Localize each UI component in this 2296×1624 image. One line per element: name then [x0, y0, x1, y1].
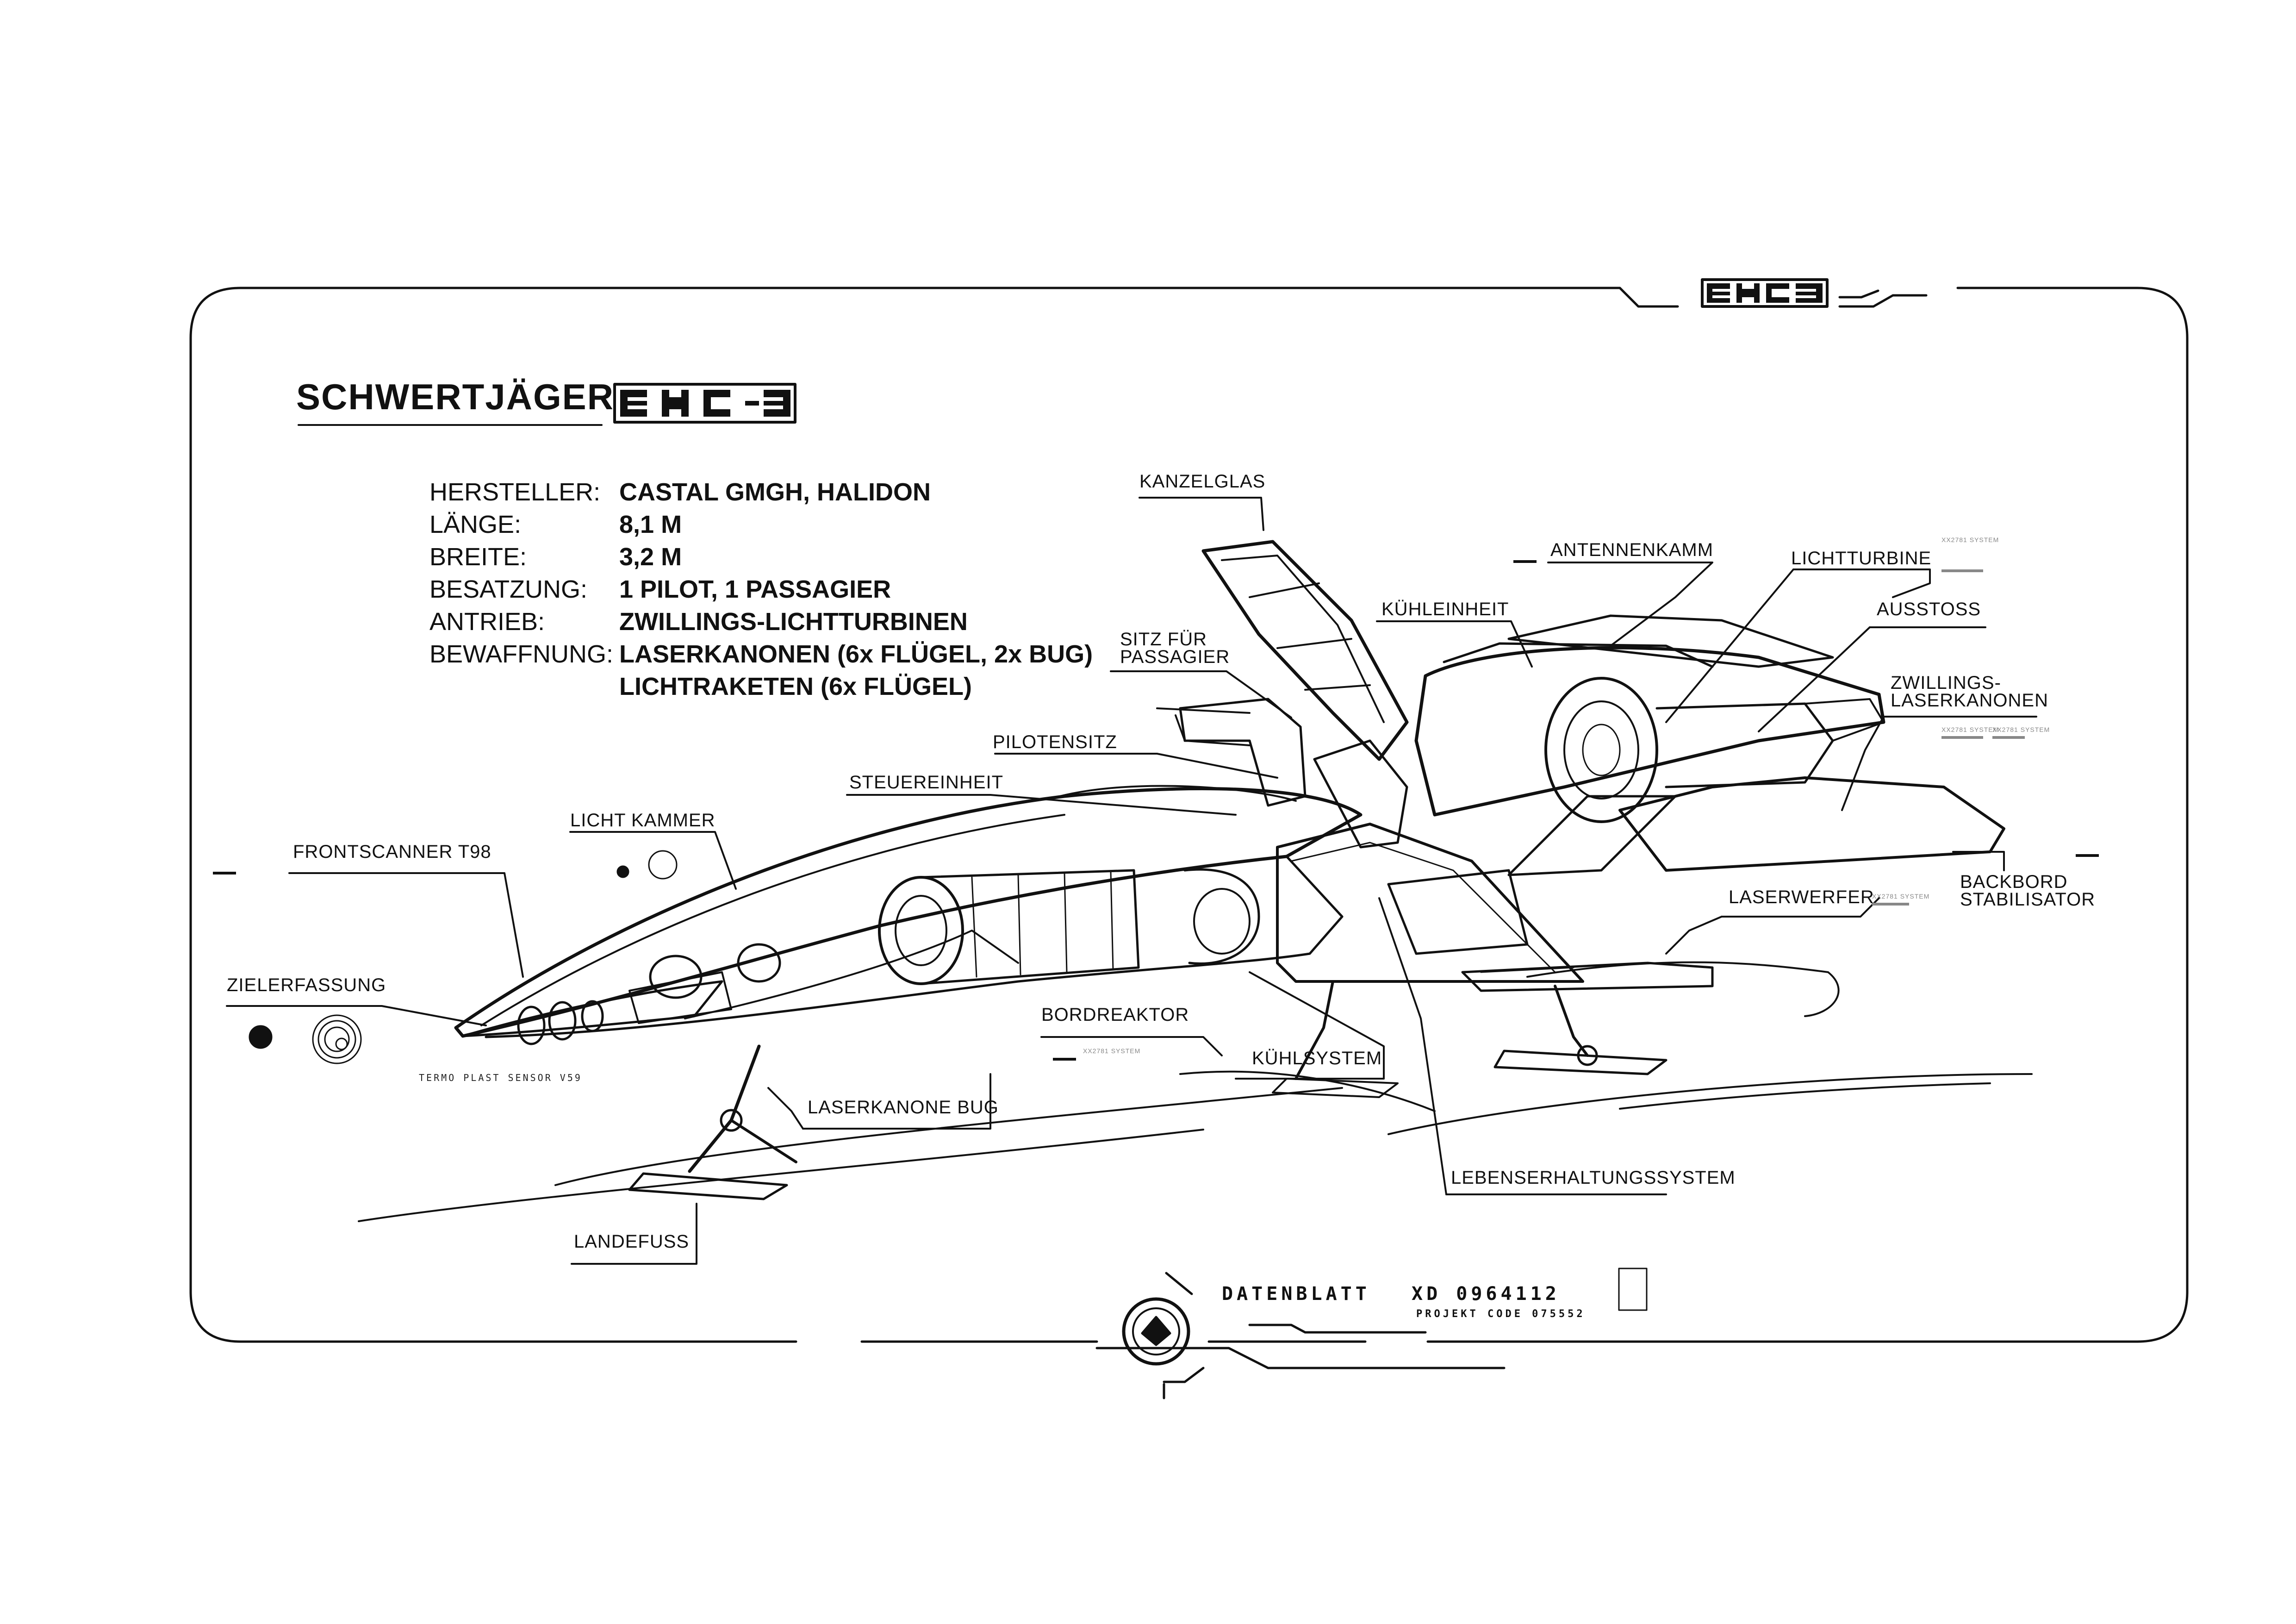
callout-pilotensitz: PILOTENSITZ: [993, 732, 1117, 752]
spec-value-hersteller: CASTAL GMGH, HALIDON: [619, 478, 931, 506]
spec-value-besatzung: 1 PILOT, 1 PASSAGIER: [619, 575, 891, 603]
sensor-caption: TERMO PLAST SENSOR V59: [419, 1072, 582, 1083]
callout-laserwerfer: LASERWERFER: [1729, 887, 1874, 907]
callout-kanzelglas: KANZELGLAS: [1139, 471, 1266, 492]
footer-id: XD 0964112: [1412, 1283, 1560, 1305]
title-rules: [298, 383, 796, 426]
callout-bordreaktor: BORDREAKTOR: [1041, 1005, 1189, 1025]
callout-backbord-line1: BACKBORD: [1960, 872, 2068, 892]
system-tag-1: XX2781 SYSTEM: [1941, 726, 1999, 733]
sheet-frame: [189, 287, 2189, 1399]
badge-fills: [620, 283, 1823, 417]
callout-sitz-line2: PASSAGIER: [1120, 647, 1230, 667]
spec-key-bewaffnung: BEWAFFNUNG:: [429, 640, 613, 668]
spec-value-bewaffnung: LASERKANONEN (6x FLÜGEL, 2x BUG): [619, 640, 1093, 668]
callout-kuehleinheit: KÜHLEINHEIT: [1381, 599, 1509, 619]
callout-licht-kammer: LICHT KAMMER: [570, 810, 716, 831]
callout-laserkanone-bug: LASERKANONE BUG: [808, 1097, 999, 1118]
spec-value-antrieb: ZWILLINGS-LICHTTURBINEN: [619, 608, 968, 636]
callout-ausstoss: AUSSTOSS: [1877, 599, 1981, 619]
spec-value-lichtraketen: LICHTRAKETEN (6x FLÜGEL): [619, 673, 972, 700]
spec-key-besatzung: BESATZUNG:: [429, 575, 588, 603]
spec-value-laenge: 8,1 M: [619, 511, 682, 538]
hud-widgets: [249, 850, 1648, 1311]
callout-lebenserhaltungssystem: LEBENSERHALTUNGSSYSTEM: [1451, 1168, 1736, 1188]
ship-illustration: [454, 540, 2005, 1200]
callout-antennenkamm: ANTENNENKAMM: [1550, 540, 1714, 560]
callout-kuehlsystem: KÜHLSYSTEM: [1252, 1048, 1382, 1068]
spec-key-hersteller: HERSTELLER:: [429, 478, 601, 506]
callout-landefuss: LANDEFUSS: [574, 1231, 690, 1252]
callout-sitz-line1: SITZ FÜR: [1120, 629, 1207, 650]
spec-key-breite: BREITE:: [429, 543, 527, 571]
callout-zwillings-line2: LASERKANONEN: [1891, 690, 2048, 711]
spec-key-laenge: LÄNGE:: [429, 511, 522, 538]
spec-value-breite: 3,2 M: [619, 543, 682, 571]
system-tag-2: XX2781 SYSTEM: [1992, 726, 2050, 733]
mini-bar-graphs: [213, 560, 2099, 1061]
footer-datenblatt: DATENBLATT: [1222, 1283, 1370, 1305]
callout-backbord-line2: STABILISATOR: [1960, 889, 2096, 910]
page-title: SCHWERTJÄGER: [296, 376, 615, 417]
footer-projekt-code: PROJEKT CODE 075552: [1416, 1308, 1586, 1320]
leader-lines: [226, 497, 2037, 1265]
callout-lichtturbine: LICHTTURBINE: [1791, 548, 1932, 568]
top-badge: [1701, 278, 1829, 308]
callout-zielerfassung: ZIELERFASSUNG: [227, 975, 386, 995]
system-tag-4: XX2781 SYSTEM: [1872, 893, 1930, 900]
system-tag-3: XX2781 SYSTEM: [1941, 536, 1999, 543]
callout-frontscanner: FRONTSCANNER T98: [293, 842, 492, 862]
spec-key-antrieb: ANTRIEB:: [429, 608, 545, 636]
callout-steuereinheit: STEUEREINHEIT: [849, 772, 1004, 793]
system-tag-5: XX2781 SYSTEM: [1083, 1047, 1141, 1055]
footer-emblem: [1122, 1297, 1190, 1366]
badge-cutouts: [628, 283, 1816, 417]
callout-zwillings-line1: ZWILLINGS-: [1891, 673, 2001, 693]
